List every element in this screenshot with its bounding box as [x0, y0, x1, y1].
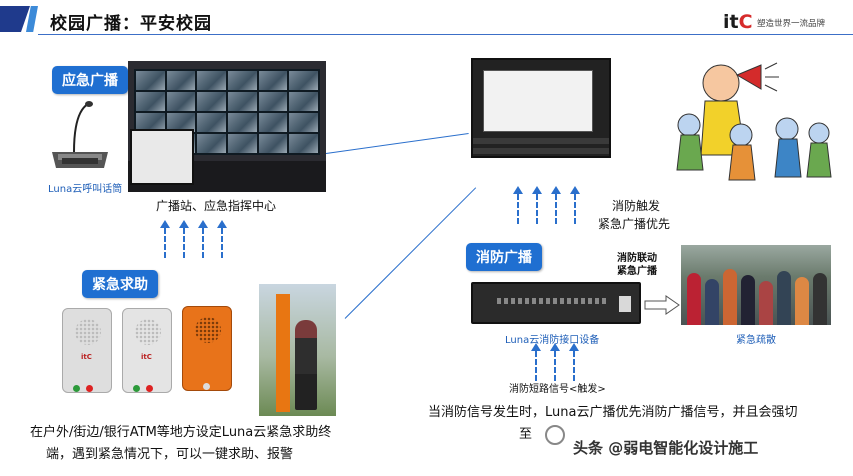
help-pole-photo	[259, 284, 336, 416]
up-arrow-icon	[532, 186, 544, 224]
device-indicator-row	[497, 298, 609, 304]
person-figure	[741, 275, 755, 325]
up-arrow-icon	[217, 220, 229, 258]
emergency-help-badge: 紧急求助	[82, 270, 158, 298]
fire-trigger-caption-1: 消防触发	[612, 199, 661, 213]
person-figure	[723, 269, 737, 325]
person-figure	[687, 273, 701, 325]
fire-description-line1: 当消防信号发生时，Luna云广播优先消防广播信号，并且会强切	[428, 405, 798, 420]
fire-description-line2: 至	[519, 427, 533, 442]
fire-trigger-caption-2: 紧急广播优先	[598, 217, 671, 231]
up-arrow-icon	[569, 343, 581, 381]
up-arrow-icon	[513, 186, 525, 224]
person-figure	[759, 281, 773, 325]
connector-line	[325, 132, 469, 154]
itc-logo: itC	[723, 11, 753, 33]
terminal-buttons	[133, 377, 163, 392]
up-arrow-icon	[550, 343, 562, 381]
watermark-icon	[545, 425, 565, 445]
mic-caption: Luna云呼叫话筒	[48, 184, 123, 195]
header-divider	[38, 34, 853, 35]
fire-linkage-caption-1: 消防联动	[617, 253, 657, 264]
cartoon-kids-illustration	[661, 55, 839, 190]
fire-interface-device	[471, 282, 641, 324]
fire-device-caption: Luna云消防接口设备	[505, 335, 600, 346]
evacuation-photo	[681, 245, 831, 325]
person-figure	[777, 271, 791, 325]
terminal-brand: itC	[81, 353, 92, 361]
speaker-grill	[135, 319, 161, 345]
orange-post	[276, 294, 290, 412]
help-terminal-silver-1: itC	[62, 308, 112, 393]
fire-broadcast-badge: 消防广播	[466, 243, 542, 271]
logo-main-text: it	[723, 11, 739, 33]
logo-accent-text: C	[738, 11, 753, 33]
up-arrow-icon	[160, 220, 172, 258]
fire-linkage-caption-2: 紧急广播	[617, 266, 657, 277]
up-arrow-icon	[570, 186, 582, 224]
terminal-buttons	[73, 377, 103, 392]
person-figure	[295, 320, 317, 410]
help-description-line2: 端，遇到紧急情况下，可以一键求助、报警	[46, 447, 294, 462]
emergency-broadcast-badge: 应急广播	[52, 66, 128, 94]
terminal-brand: itC	[141, 353, 152, 361]
help-description-line1: 在户外/街边/银行ATM等地方设定Luna云紧急求助终	[30, 425, 332, 440]
right-arrow-icon	[644, 295, 680, 315]
up-arrow-icon	[551, 186, 563, 224]
speaker-grill	[75, 319, 101, 345]
person-figure	[795, 277, 809, 325]
help-terminal-orange	[182, 306, 232, 391]
up-arrow-icon	[198, 220, 210, 258]
person-figure	[813, 273, 827, 325]
terminal-buttons	[203, 375, 233, 390]
fire-signal-caption: 消防短路信号<触发>	[509, 384, 606, 395]
rack-unit	[473, 148, 609, 154]
microphone-icon	[52, 101, 108, 168]
help-terminal-silver-2: itC	[122, 308, 172, 393]
speaker-grill	[195, 317, 221, 343]
cloud-server-rack	[471, 58, 611, 158]
console-monitor	[130, 129, 194, 185]
up-arrow-icon	[531, 343, 543, 381]
connector-line	[344, 187, 477, 319]
rack-unit	[473, 138, 609, 144]
up-arrow-icon	[179, 220, 191, 258]
page-title: 校园广播：平安校园	[50, 14, 212, 34]
device-switch	[619, 296, 631, 312]
watermark-text: 头条 @弱电智能化设计施工	[573, 439, 759, 457]
person-figure	[705, 279, 719, 325]
server-screen	[483, 70, 593, 132]
command-center-caption: 广播站、应急指挥中心	[156, 199, 277, 213]
command-center-photo	[128, 61, 326, 192]
evacuation-caption: 紧急疏散	[736, 335, 776, 346]
header-accent-dark	[0, 6, 30, 32]
brand-slogan: 塑造世界一流品牌	[757, 19, 826, 29]
